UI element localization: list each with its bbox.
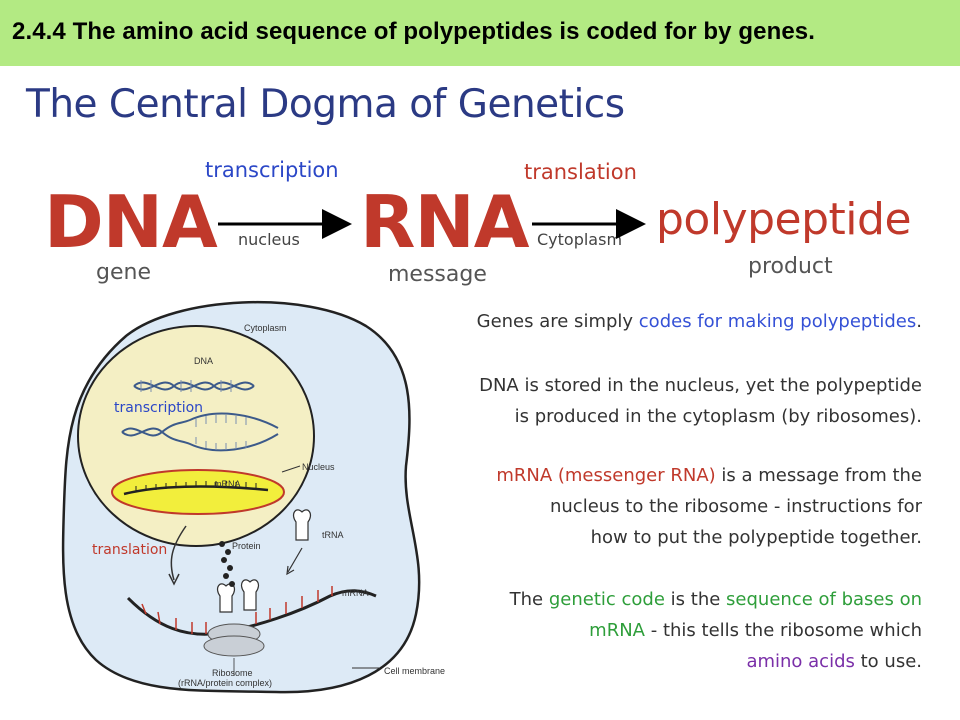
slide-title: The Central Dogma of Genetics [26,82,625,127]
paragraph-dna-location: DNA is stored in the nucleus, yet the po… [396,370,922,432]
p4-text-f: - this tells the ribosome which [645,620,922,641]
dna-helix-bottom [121,412,279,452]
cell-cytoplasm-label: Cytoplasm [244,323,287,333]
p2-line-2: is produced in the cytoplasm (by ribosom… [514,406,922,427]
gene-label: gene [96,260,151,285]
header-bar: 2.4.4 The amino acid sequence of polypep… [0,0,960,66]
p1-text-c: . [916,311,922,332]
dna-bubble-rungs [195,415,247,450]
cell-diagram [61,300,421,694]
p1-text-a: Genes are simply [476,311,639,332]
cell-ribosome-label: Ribosome [212,668,253,678]
cell-membrane-label: Cell membrane [384,666,446,676]
protein-chain [219,541,235,587]
paragraph-genes: Genes are simply codes for making polype… [396,306,922,337]
polypeptide-label: polypeptide [656,194,912,245]
message-label: message [388,262,487,287]
p4-text-a: The [509,589,549,610]
paragraph-genetic-code: The genetic code is the sequence of base… [396,584,922,677]
p3-line-3: how to put the polypeptide together. [590,527,922,548]
nucleus-arrow-label: nucleus [238,230,300,249]
cell-protein-label: Protein [232,541,261,551]
flow-arrows [218,209,646,239]
p4-text-c: is the [664,589,727,610]
p4-text-h: to use. [854,651,922,672]
product-label: product [748,254,833,279]
cell-translation-label: translation [92,542,168,558]
cytoplasm-mrna-bases [141,586,333,634]
p4-amino-acids: amino acids [746,651,855,672]
trna-shapes [216,509,312,613]
cell-nucleus-label: Nucleus [302,462,335,472]
cytoplasm-mrna-strand [126,589,377,636]
cell-mrna-label: mRNA [342,588,369,598]
nucleus-pointer [281,465,301,473]
rna-label: RNA [360,180,529,264]
dna-label: DNA [44,180,218,264]
p2-line-1: DNA is stored in the nucleus, yet the po… [479,375,922,396]
translation-path-arrow [170,525,187,581]
p3-highlight: mRNA (messenger RNA) [496,465,716,486]
cytoplasm-arrow-label: Cytoplasm [537,230,623,249]
translation-label: translation [524,160,637,184]
cell-transcription-label: transcription [114,400,204,416]
mrna-bases-nucleus [135,481,257,492]
cell-mrna-nucleus-label: mRNA [214,479,241,489]
p3-line-2: nucleus to the ribosome - instructions f… [549,496,922,517]
p4-sequence: sequence of bases on [726,589,922,610]
transcription-label: transcription [205,158,339,182]
p4-genetic-code: genetic code [548,589,665,610]
paragraph-mrna: mRNA (messenger RNA) is a message from t… [396,460,922,553]
dna-helix-top [133,381,255,391]
mrna-highlight [111,469,285,515]
cell-trna-label: tRNA [322,530,344,540]
cell-dna-label: DNA [194,356,214,366]
ribosome-shape [203,623,265,657]
p1-highlight: codes for making polypeptides [638,311,917,332]
header-title: 2.4.4 The amino acid sequence of polypep… [12,18,816,45]
p4-mrna: mRNA [589,620,645,641]
p3-text-b: is a message from the [715,465,922,486]
cell-ribosome-sub-label: (rRNA/protein complex) [178,678,273,688]
dna-rungs-top [140,380,232,392]
